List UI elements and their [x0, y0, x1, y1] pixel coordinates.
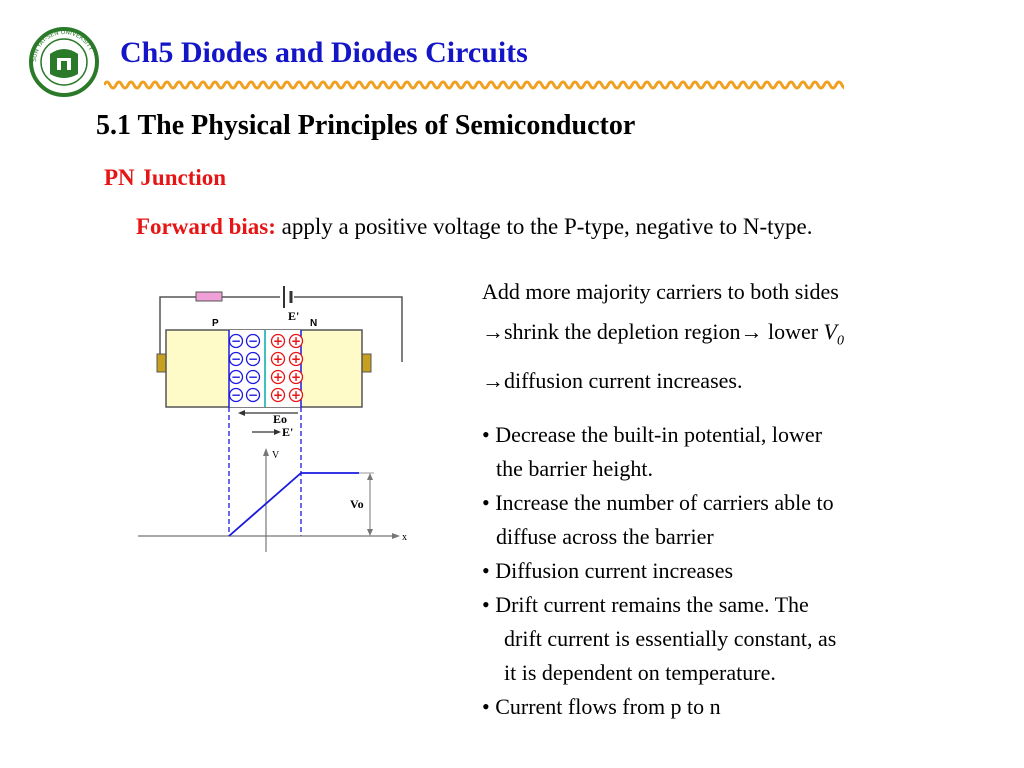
- positive-ion-icon: [270, 387, 286, 403]
- ion-sign: +: [291, 388, 301, 402]
- pn-junction-diagram: P N E' −−++−−++−−++−−++ Eo E' V x Vo: [138, 286, 407, 552]
- bullet-3: • Diffusion current increases: [482, 558, 734, 583]
- left-terminal: [156, 353, 167, 373]
- university-logo: SUN YAT-SEN UNIVERSITY: [29, 27, 99, 97]
- resistor: [195, 291, 223, 302]
- v-axis-label: V: [272, 450, 280, 461]
- negative-ion-icon: [245, 369, 261, 385]
- ion-sign: −: [231, 352, 241, 366]
- ion-sign: +: [273, 370, 283, 384]
- ion-sign: −: [248, 370, 258, 384]
- positive-ion-icon: [270, 333, 286, 349]
- bullet-2b: diffuse across the barrier: [496, 524, 714, 549]
- section-title: 5.1 The Physical Principles of Semicondu…: [96, 110, 636, 141]
- bullet-2a: • Increase the number of carriers able t…: [482, 490, 834, 515]
- v0-symbol: V0: [823, 319, 844, 349]
- negative-ion-icon: [228, 369, 244, 385]
- eo-label: Eo: [273, 412, 287, 426]
- arrow-icon: →: [740, 319, 763, 344]
- arrow-icon: →: [482, 368, 504, 394]
- positive-ion-icon: [288, 369, 304, 385]
- bullet-4c: it is dependent on temperature.: [504, 660, 776, 685]
- e-prime-arrow-label: E': [282, 425, 293, 439]
- right-terminal: [361, 353, 372, 373]
- forward-bias-text: apply a positive voltage to the P-type, …: [281, 214, 813, 239]
- ion-sign: +: [291, 370, 301, 384]
- ion-sign: −: [231, 370, 241, 384]
- bullet-5: • Current flows from p to n: [482, 694, 721, 719]
- negative-ion-icon: [245, 387, 261, 403]
- bullet-list: • Decrease the built-in potential, lower…: [482, 418, 836, 724]
- ion-sign: +: [273, 334, 283, 348]
- forward-bias-label: Forward bias:: [136, 214, 276, 239]
- bullet-1a: • Decrease the built-in potential, lower: [482, 422, 823, 447]
- vo-label: Vo: [350, 497, 364, 511]
- bullet-1b: the barrier height.: [496, 456, 653, 481]
- positive-ion-icon: [270, 351, 286, 367]
- desc-line-3: →diffusion current increases.: [482, 361, 844, 401]
- x-axis-label: x: [402, 532, 407, 543]
- slide-title: Ch5 Diodes and Diodes Circuits: [120, 36, 528, 69]
- positive-ion-icon: [288, 351, 304, 367]
- arrow-icon: →: [482, 319, 504, 344]
- desc-line-2b: lower: [762, 319, 824, 344]
- forward-bias-line: Forward bias: apply a positive voltage t…: [136, 215, 812, 238]
- positive-ion-icon: [288, 333, 304, 349]
- e-prime-top-label: E': [288, 309, 299, 323]
- desc-line-2: →shrink the depletion region→ lower V0: [482, 312, 844, 361]
- p-label: P: [212, 318, 219, 329]
- desc-line-2a: shrink the depletion region: [504, 319, 741, 344]
- negative-ion-icon: [228, 333, 244, 349]
- bullet-4b: drift current is essentially constant, a…: [504, 626, 837, 651]
- positive-ion-icon: [270, 369, 286, 385]
- desc-line-1: Add more majority carriers to both sides: [482, 279, 839, 304]
- ion-sign: −: [248, 352, 258, 366]
- ion-sign: +: [273, 388, 283, 402]
- ion-sign: +: [273, 352, 283, 366]
- negative-ion-icon: [245, 333, 261, 349]
- negative-ion-icon: [228, 351, 244, 367]
- ion-sign: −: [248, 388, 258, 402]
- potential-curve: [228, 472, 359, 537]
- decorative-wave: [104, 80, 844, 90]
- desc-line-3-text: diffusion current increases.: [504, 368, 743, 394]
- ion-sign: −: [248, 334, 258, 348]
- bullet-4a: • Drift current remains the same. The: [482, 592, 809, 617]
- ion-sign: +: [291, 334, 301, 348]
- description-block: Add more majority carriers to both sides…: [482, 272, 844, 401]
- subtitle: PN Junction: [104, 165, 227, 190]
- charges-group: −−++−−++−−++−−++: [228, 333, 304, 403]
- n-label: N: [310, 318, 317, 329]
- negative-ion-icon: [245, 351, 261, 367]
- positive-ion-icon: [288, 387, 304, 403]
- negative-ion-icon: [228, 387, 244, 403]
- ion-sign: +: [291, 352, 301, 366]
- ion-sign: −: [231, 334, 241, 348]
- ion-sign: −: [231, 388, 241, 402]
